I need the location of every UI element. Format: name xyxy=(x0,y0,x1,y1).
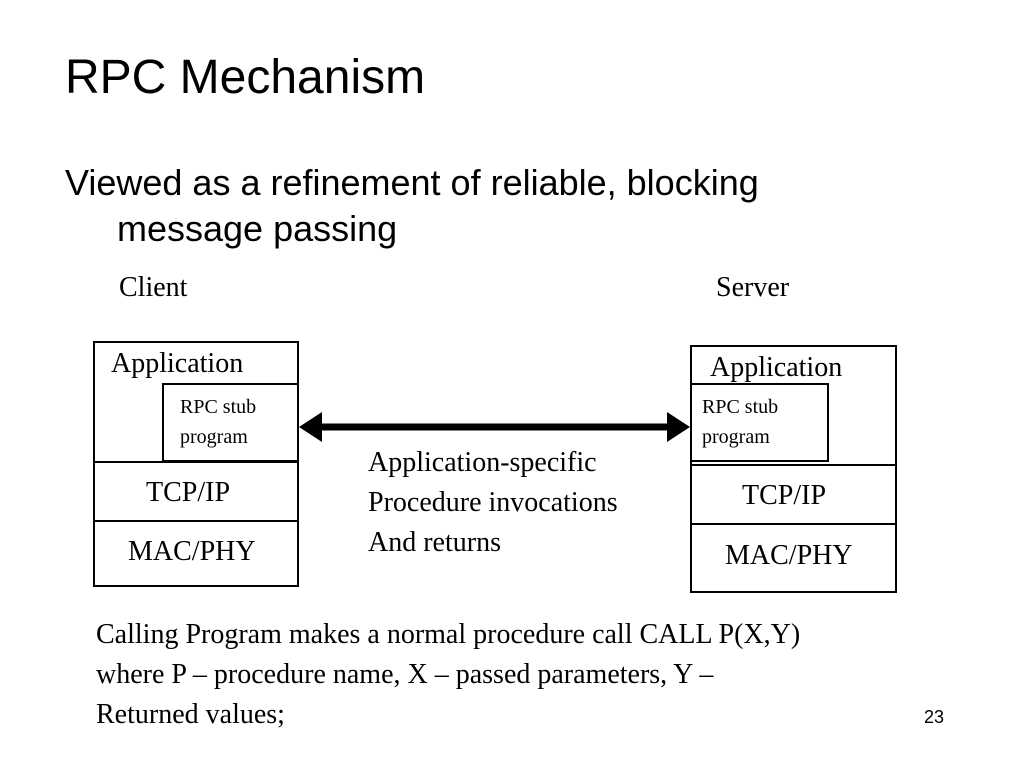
arrow-head-left xyxy=(299,412,322,442)
client-mac-label: MAC/PHY xyxy=(128,536,256,567)
bullet-text: Viewed as a refinement of reliable, bloc… xyxy=(65,160,885,252)
client-tcp-label: TCP/IP xyxy=(146,477,231,508)
connection-line-3: And returns xyxy=(368,527,501,558)
client-stack-box xyxy=(93,341,299,587)
bullet-line-2: message passing xyxy=(117,208,398,249)
connection-line-2: Procedure invocations xyxy=(368,487,618,518)
server-stub-line-1: RPC stub xyxy=(702,396,779,418)
server-stub-line-2: program xyxy=(702,426,770,448)
client-divider-2 xyxy=(93,520,299,522)
server-mac-label: MAC/PHY xyxy=(725,540,853,571)
caption-line-2: where P – procedure name, X – passed par… xyxy=(96,659,714,690)
server-divider-2 xyxy=(690,523,897,525)
server-tcp-label: TCP/IP xyxy=(742,480,827,511)
server-label: Server xyxy=(716,272,790,303)
caption-line-3: Returned values; xyxy=(96,699,285,730)
caption-text: Calling Program makes a normal procedure… xyxy=(96,615,976,735)
slide-title: RPC Mechanism xyxy=(65,51,426,104)
client-stub-line-1: RPC stub xyxy=(180,396,257,418)
client-divider-1 xyxy=(93,461,299,463)
arrow-head-right xyxy=(667,412,690,442)
connection-line-1: Application-specific xyxy=(368,447,597,478)
client-application-label: Application xyxy=(111,348,244,379)
connection-description: Application-specific Procedure invocatio… xyxy=(368,443,618,563)
page-number: 23 xyxy=(924,707,945,727)
client-stub-line-2: program xyxy=(180,426,248,448)
server-divider-1 xyxy=(690,464,897,466)
caption-line-1: Calling Program makes a normal procedure… xyxy=(96,619,801,650)
client-label: Client xyxy=(119,272,188,303)
server-application-label: Application xyxy=(710,352,843,383)
bullet-line-1: Viewed as a refinement of reliable, bloc… xyxy=(65,162,759,203)
server-rpc-stub-box xyxy=(690,383,829,462)
